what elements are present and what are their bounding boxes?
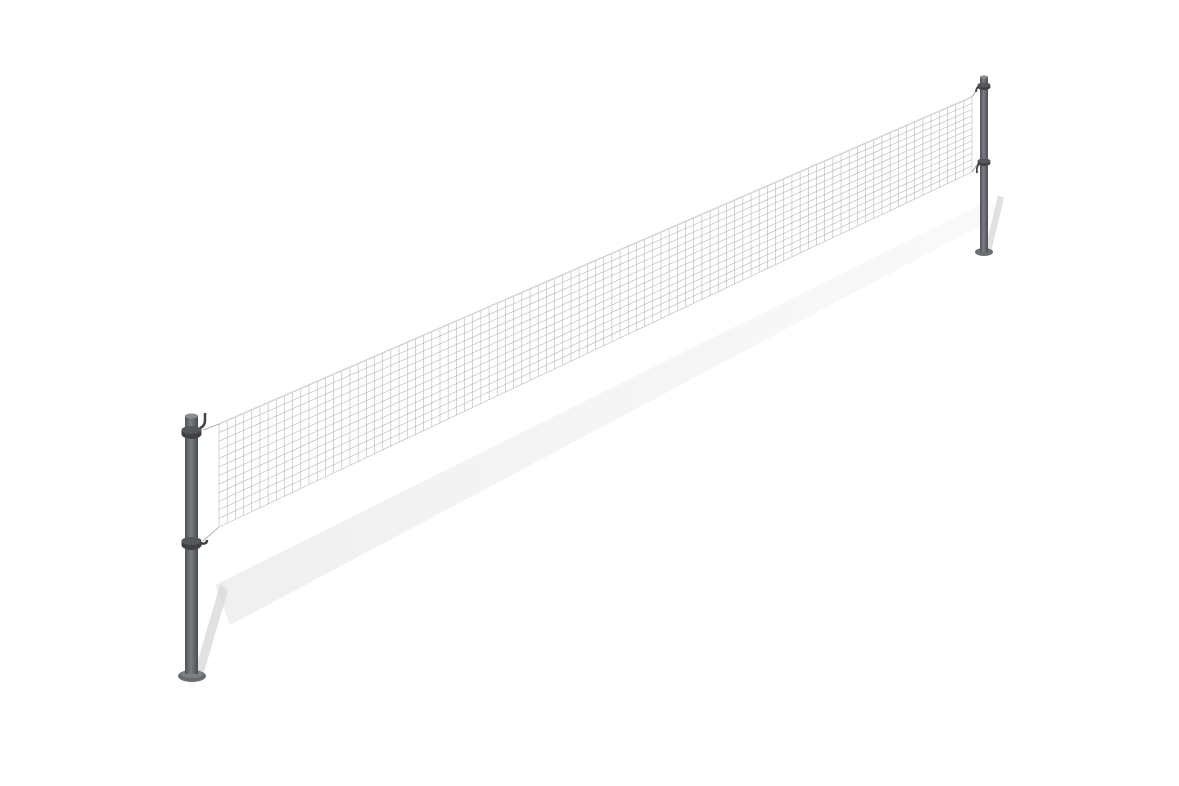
net-attachment-cord xyxy=(202,423,220,431)
net-mesh xyxy=(202,85,980,542)
right-post-top-clamp xyxy=(975,82,991,93)
net-horizontal-strand xyxy=(218,115,973,451)
net-horizontal-strand xyxy=(218,171,973,528)
net-horizontal-strand xyxy=(218,127,973,468)
net-horizontal-strand xyxy=(218,152,973,502)
net-attachment-cord xyxy=(202,526,220,542)
net-horizontal-strand xyxy=(218,146,973,493)
right-post-lower-clamp xyxy=(975,158,991,174)
net-horizontal-strand xyxy=(218,102,973,433)
post-shadows xyxy=(195,195,1004,672)
net-horizontal-strand xyxy=(218,121,973,459)
left-post-lower-clamp xyxy=(181,537,209,550)
net-shadow xyxy=(215,200,1000,625)
net-horizontal-strand xyxy=(218,140,973,485)
right-post xyxy=(975,75,993,256)
net-horizontal-strand xyxy=(218,134,973,476)
left-post xyxy=(178,413,209,682)
net-horizontal-strand xyxy=(218,159,973,511)
net-horizontal-strand xyxy=(218,109,973,442)
net-horizontal-strand xyxy=(218,165,973,519)
net-top-band xyxy=(218,96,973,425)
left-post-top-clamp xyxy=(181,413,207,439)
